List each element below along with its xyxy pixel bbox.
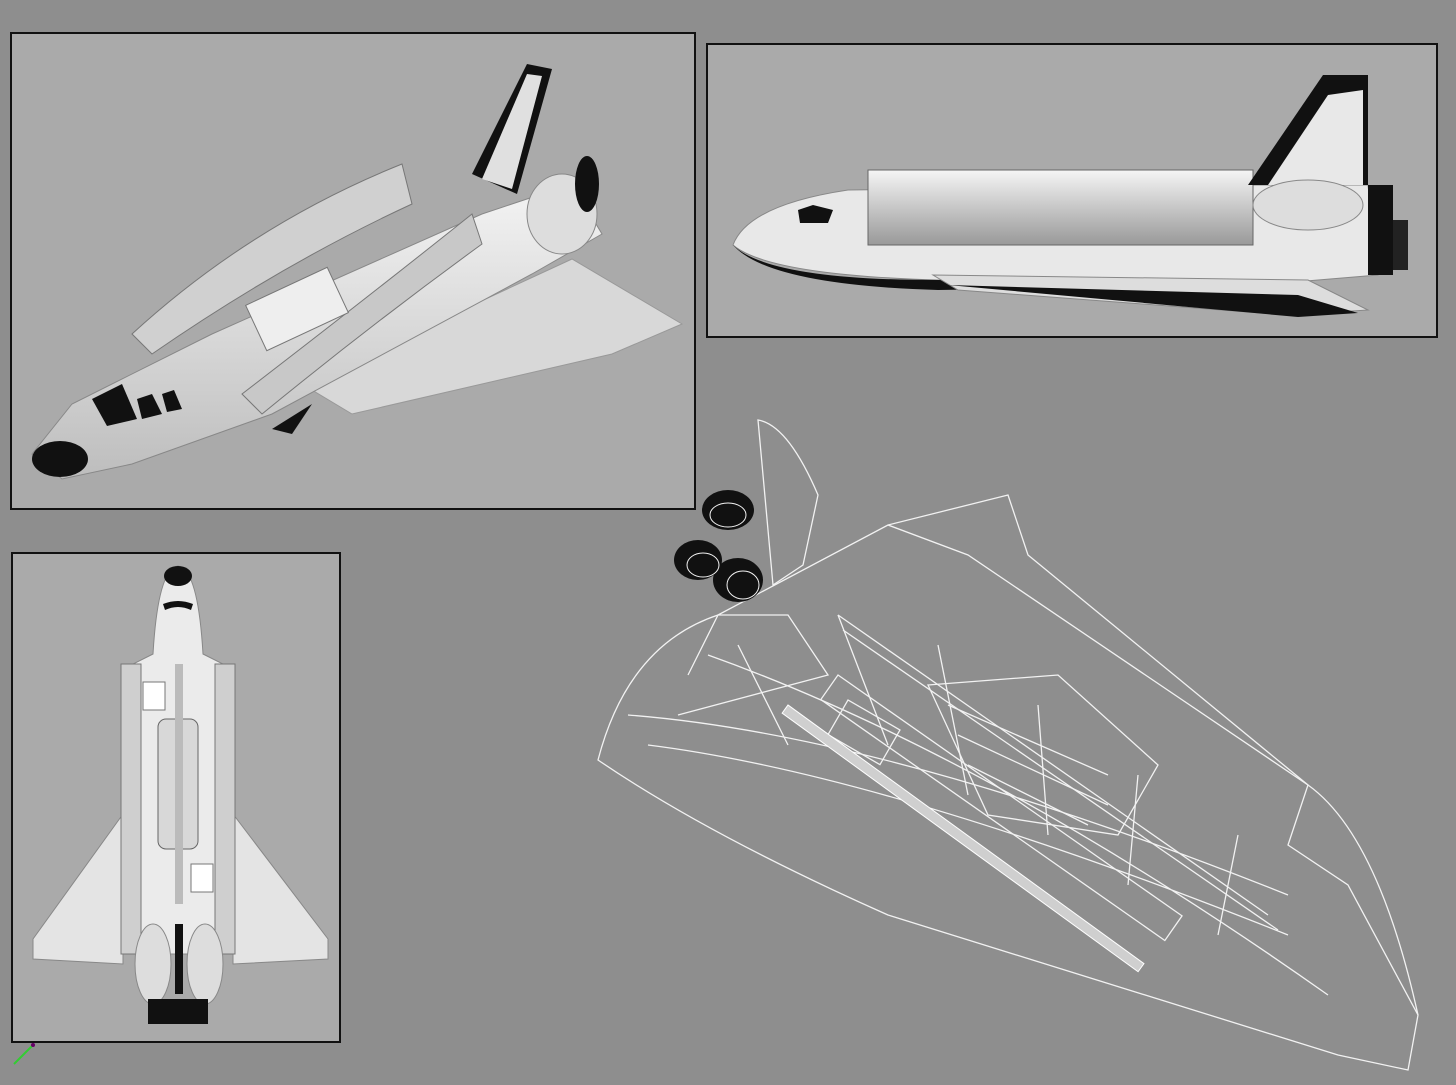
shuttle-side-render [732, 75, 1408, 317]
shuttle-wireframe-render [597, 419, 1419, 1071]
engine-nozzles [674, 490, 763, 602]
shuttle-perspective-render [31, 64, 684, 480]
side-view-panel [706, 43, 1438, 338]
perspective-view-panel [10, 32, 696, 510]
axis-gizmo-icon [13, 1043, 35, 1065]
shuttle-top-render [32, 565, 329, 1024]
top-view-panel [11, 552, 341, 1043]
